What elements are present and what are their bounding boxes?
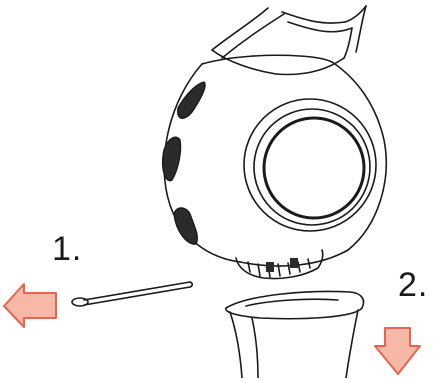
device-handle xyxy=(212,6,366,74)
device-window xyxy=(244,99,376,231)
step-2-label: 2. xyxy=(398,268,428,302)
step-1-label: 1. xyxy=(52,232,82,266)
arrow-left-icon xyxy=(4,284,56,327)
cleaning-brush xyxy=(72,282,192,306)
arrow-down-icon xyxy=(375,328,420,374)
side-vents xyxy=(163,82,205,244)
device-base-connector xyxy=(236,250,323,279)
filter-cup xyxy=(226,292,364,378)
